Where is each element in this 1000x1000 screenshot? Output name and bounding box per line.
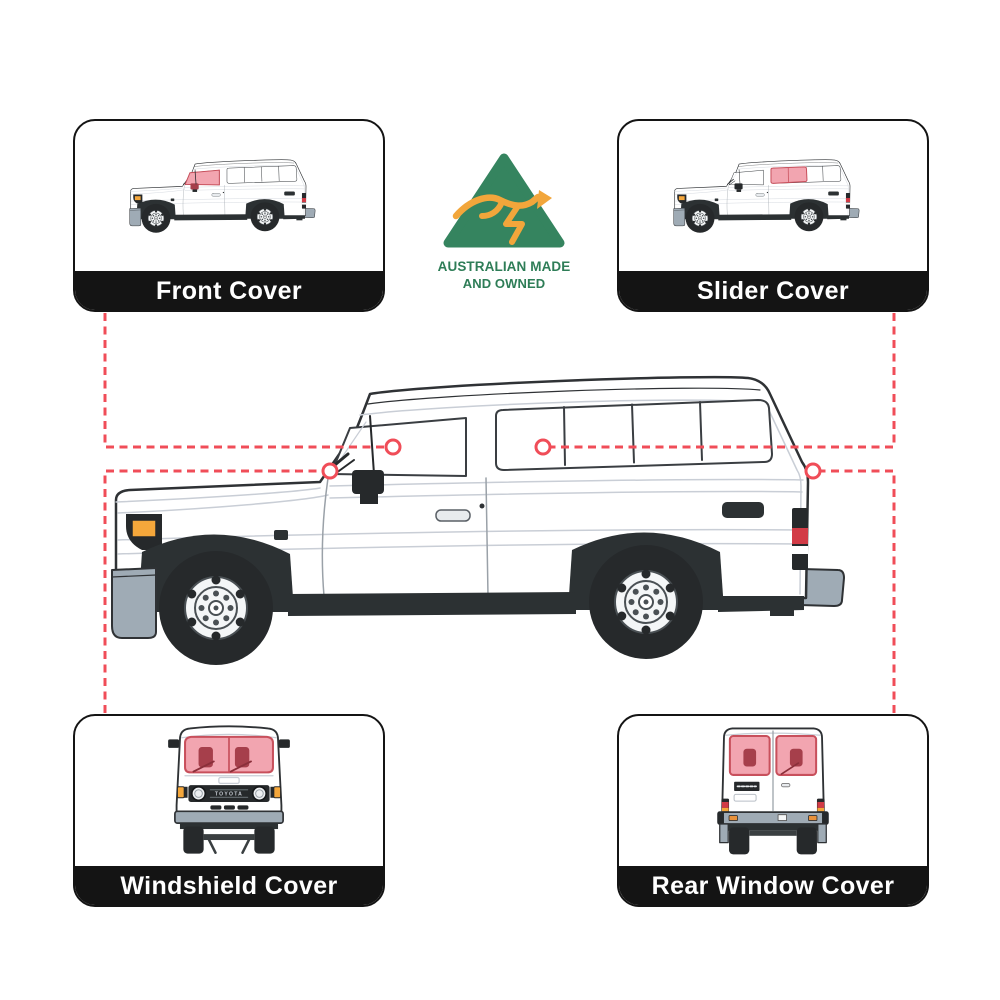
card-slider-cover: Slider Cover: [617, 119, 929, 312]
marker-windshield: [321, 462, 339, 480]
card-front-cover: Front Cover: [73, 119, 385, 312]
card-label-bar: Front Cover: [75, 271, 383, 310]
logo-triangle-icon: [443, 153, 565, 248]
logo-text-line1: AUSTRALIAN MADE: [437, 259, 571, 274]
front-window-highlight: [184, 169, 220, 190]
card-image: [75, 716, 383, 866]
truck-side-thumbnail-slider-cover: [670, 158, 876, 234]
card-image: [75, 121, 383, 271]
truck-rear-thumbnail: [717, 727, 829, 856]
truck-side-thumbnail-front-cover: [126, 158, 332, 234]
card-rear-window-cover: Rear Window Cover: [617, 714, 929, 907]
card-image: [619, 716, 927, 866]
connector-slider-cover: [551, 313, 896, 449]
connector-windshield-cover: [103, 469, 322, 713]
logo-kangaroo-icon: [452, 190, 552, 245]
connector-front-cover: [103, 313, 385, 449]
marker-rear-window: [804, 462, 822, 480]
logo-text-line2: AND OWNED: [462, 276, 546, 292]
card-label: Windshield Cover: [120, 872, 338, 900]
marker-slider-window: [534, 438, 552, 456]
australian-made-logo: AUSTRALIAN MADE AND OWNED: [420, 152, 588, 291]
card-label: Front Cover: [155, 277, 303, 305]
card-image: [619, 121, 927, 271]
connector-rear-window-cover: [821, 469, 896, 713]
card-label: Slider Cover: [696, 277, 850, 305]
card-label: Rear Window Cover: [651, 872, 895, 900]
card-label-bar: Slider Cover: [619, 271, 927, 310]
slider-window-highlight: [770, 166, 808, 184]
marker-front-door-window: [384, 438, 402, 456]
card-windshield-cover: Windshield Cover: [73, 714, 385, 907]
card-label-bar: Windshield Cover: [75, 866, 383, 905]
card-label-bar: Rear Window Cover: [619, 866, 927, 905]
truck-front-thumbnail: [166, 725, 292, 855]
